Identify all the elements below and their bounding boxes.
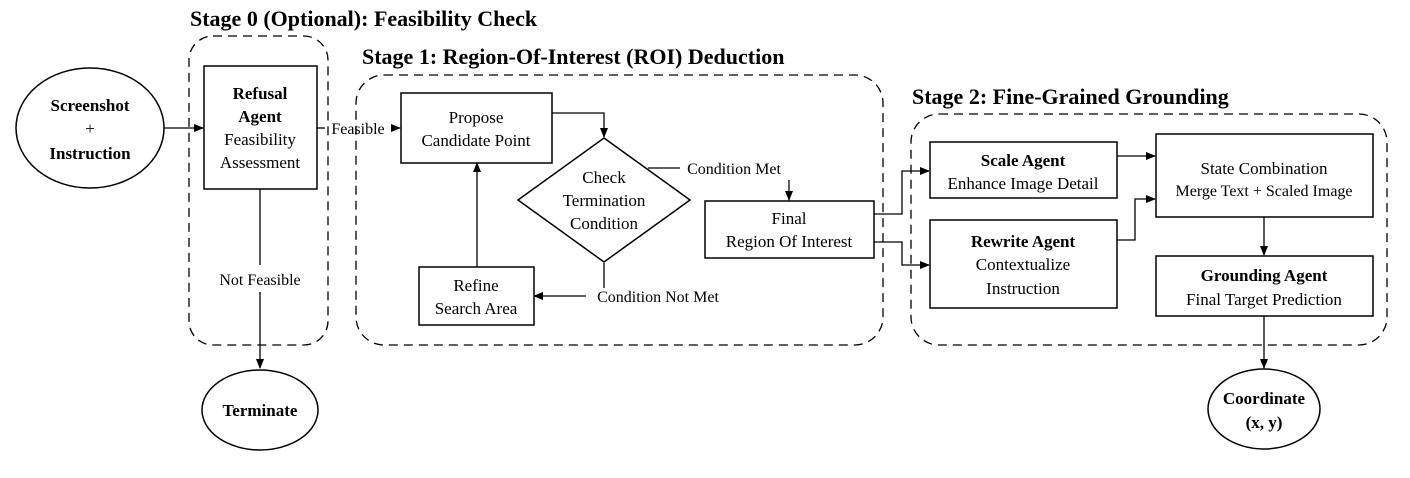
rewrite-agent-desc2: Instruction	[986, 279, 1060, 298]
edge-propose-check	[552, 112, 608, 138]
refusal-agent-node: Refusal Agent Feasibility Assessment	[203, 65, 318, 190]
stage1-title: Stage 1: Region-Of-Interest (ROI) Deduct…	[362, 44, 784, 69]
final-roi-line2: Region Of Interest	[726, 232, 853, 251]
propose-line2: Candidate Point	[421, 131, 530, 150]
edge-rewrite-state	[1117, 195, 1156, 241]
coordinate-line1: Coordinate	[1223, 389, 1306, 408]
propose-node: Propose Candidate Point	[400, 92, 553, 164]
terminate-node: Terminate	[201, 369, 319, 451]
stage2-container	[910, 113, 1388, 346]
state-line2: Merge Text + Scaled Image	[1175, 183, 1352, 200]
input-line3: Instruction	[49, 144, 131, 163]
edge-roi-rewrite	[874, 241, 930, 269]
edge-label-condition-met: Condition Met	[687, 161, 781, 178]
scale-agent-title: Scale Agent	[981, 151, 1066, 170]
grounding-agent-title: Grounding Agent	[1201, 266, 1328, 285]
terminate-label: Terminate	[223, 401, 298, 420]
edge-label-feasible: Feasible	[331, 121, 384, 138]
final-roi-node: Final Region Of Interest	[704, 200, 875, 259]
edge-label-condition-not-met: Condition Not Met	[597, 289, 719, 306]
edge-roi-scale	[874, 167, 930, 215]
input-line1: Screenshot	[50, 96, 129, 115]
check-line2: Termination	[563, 191, 646, 210]
propose-line1: Propose	[449, 108, 504, 127]
final-roi-line1: Final	[772, 209, 807, 228]
scale-agent-node: Scale Agent Enhance Image Detail	[929, 141, 1118, 199]
refusal-line1: Refusal	[233, 84, 288, 103]
rewrite-agent-title: Rewrite Agent	[971, 232, 1076, 251]
refine-line1: Refine	[453, 276, 498, 295]
edge-label-not-feasible: Not Feasible	[219, 272, 300, 289]
grounding-agent-node: Grounding Agent Final Target Prediction	[1155, 255, 1374, 317]
refine-node: Refine Search Area	[418, 266, 535, 326]
input-node: Screenshot + Instruction	[15, 67, 165, 189]
check-line3: Condition	[570, 214, 639, 233]
rewrite-agent-node: Rewrite Agent Contextualize Instruction	[929, 219, 1118, 309]
refusal-line3: Feasibility	[224, 130, 296, 149]
state-combination-node: State Combination Merge Text + Scaled Im…	[1155, 133, 1374, 218]
state-line1: State Combination	[1200, 159, 1328, 178]
coordinate-node: Coordinate (x, y)	[1207, 368, 1321, 450]
stage0-container	[188, 35, 329, 346]
check-line1: Check	[582, 168, 626, 187]
stage1-container	[355, 74, 884, 346]
stage2-title: Stage 2: Fine-Grained Grounding	[912, 84, 1229, 109]
coordinate-line2: (x, y)	[1246, 413, 1283, 432]
refusal-line4: Assessment	[220, 153, 301, 172]
grounding-agent-desc: Final Target Prediction	[1186, 290, 1342, 309]
input-line2: +	[85, 119, 95, 138]
scale-agent-desc: Enhance Image Detail	[947, 174, 1098, 193]
check-condition-node: Check Termination Condition	[516, 137, 692, 263]
stage0-title: Stage 0 (Optional): Feasibility Check	[190, 6, 538, 31]
refusal-line2: Agent	[238, 107, 282, 126]
rewrite-agent-desc1: Contextualize	[976, 255, 1070, 274]
refine-line2: Search Area	[435, 299, 518, 318]
